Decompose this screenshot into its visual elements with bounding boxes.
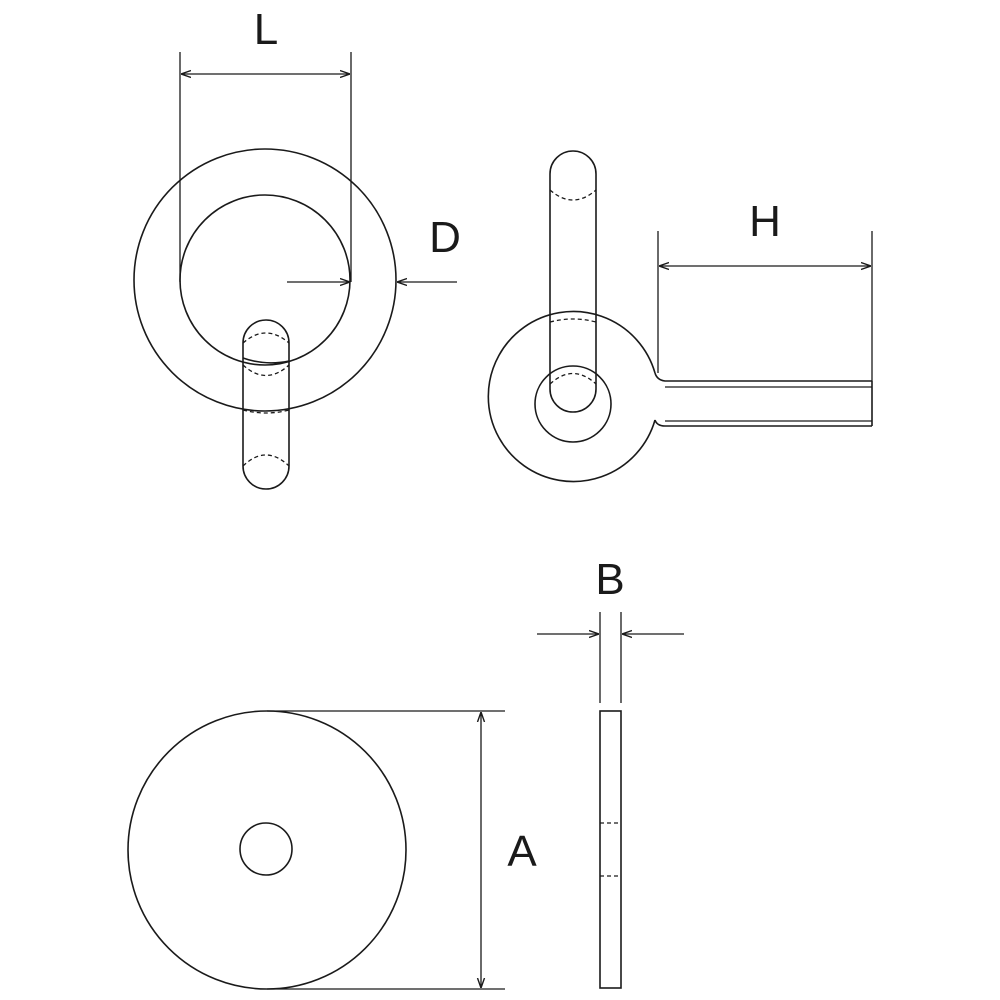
ring-outer-circle [133,148,397,412]
dimension-H: H [657,197,873,381]
side-link-hidden-head [549,318,597,323]
A-label: A [507,827,537,876]
washer-hole-circle [239,822,293,876]
bolt-neck-upper [654,372,872,382]
washer-side-rect [599,710,622,989]
bolt-neck-lower [654,419,872,427]
washer-front-view [127,710,407,990]
B-label: B [595,555,624,604]
bolt-head-outline [487,310,656,483]
ring-inner-over-link [242,357,290,364]
dimension-L: L [179,5,352,282]
side-link-capsule [549,150,597,413]
L-label: L [254,5,278,54]
front-view-eye-ring [133,148,397,490]
dimension-B: B [537,555,684,703]
dimension-D: D [287,213,461,282]
link-hidden-ring-cross [242,409,290,414]
side-link-hidden-top [549,189,597,201]
dimension-A: A [267,710,537,990]
link-hidden-upper [242,332,290,344]
H-label: H [749,197,781,246]
washer-outer-circle [127,710,407,990]
washer-side-view [599,710,622,989]
link-hidden-mid [242,364,290,377]
link-capsule [242,319,290,490]
link-hidden-lower [242,454,290,467]
side-link-hidden-eye [549,372,597,385]
side-view-eye-bolt [487,150,873,483]
ring-inner-circle [179,194,351,366]
D-label: D [429,213,461,262]
bolt-eye-inner-circle [534,365,612,443]
